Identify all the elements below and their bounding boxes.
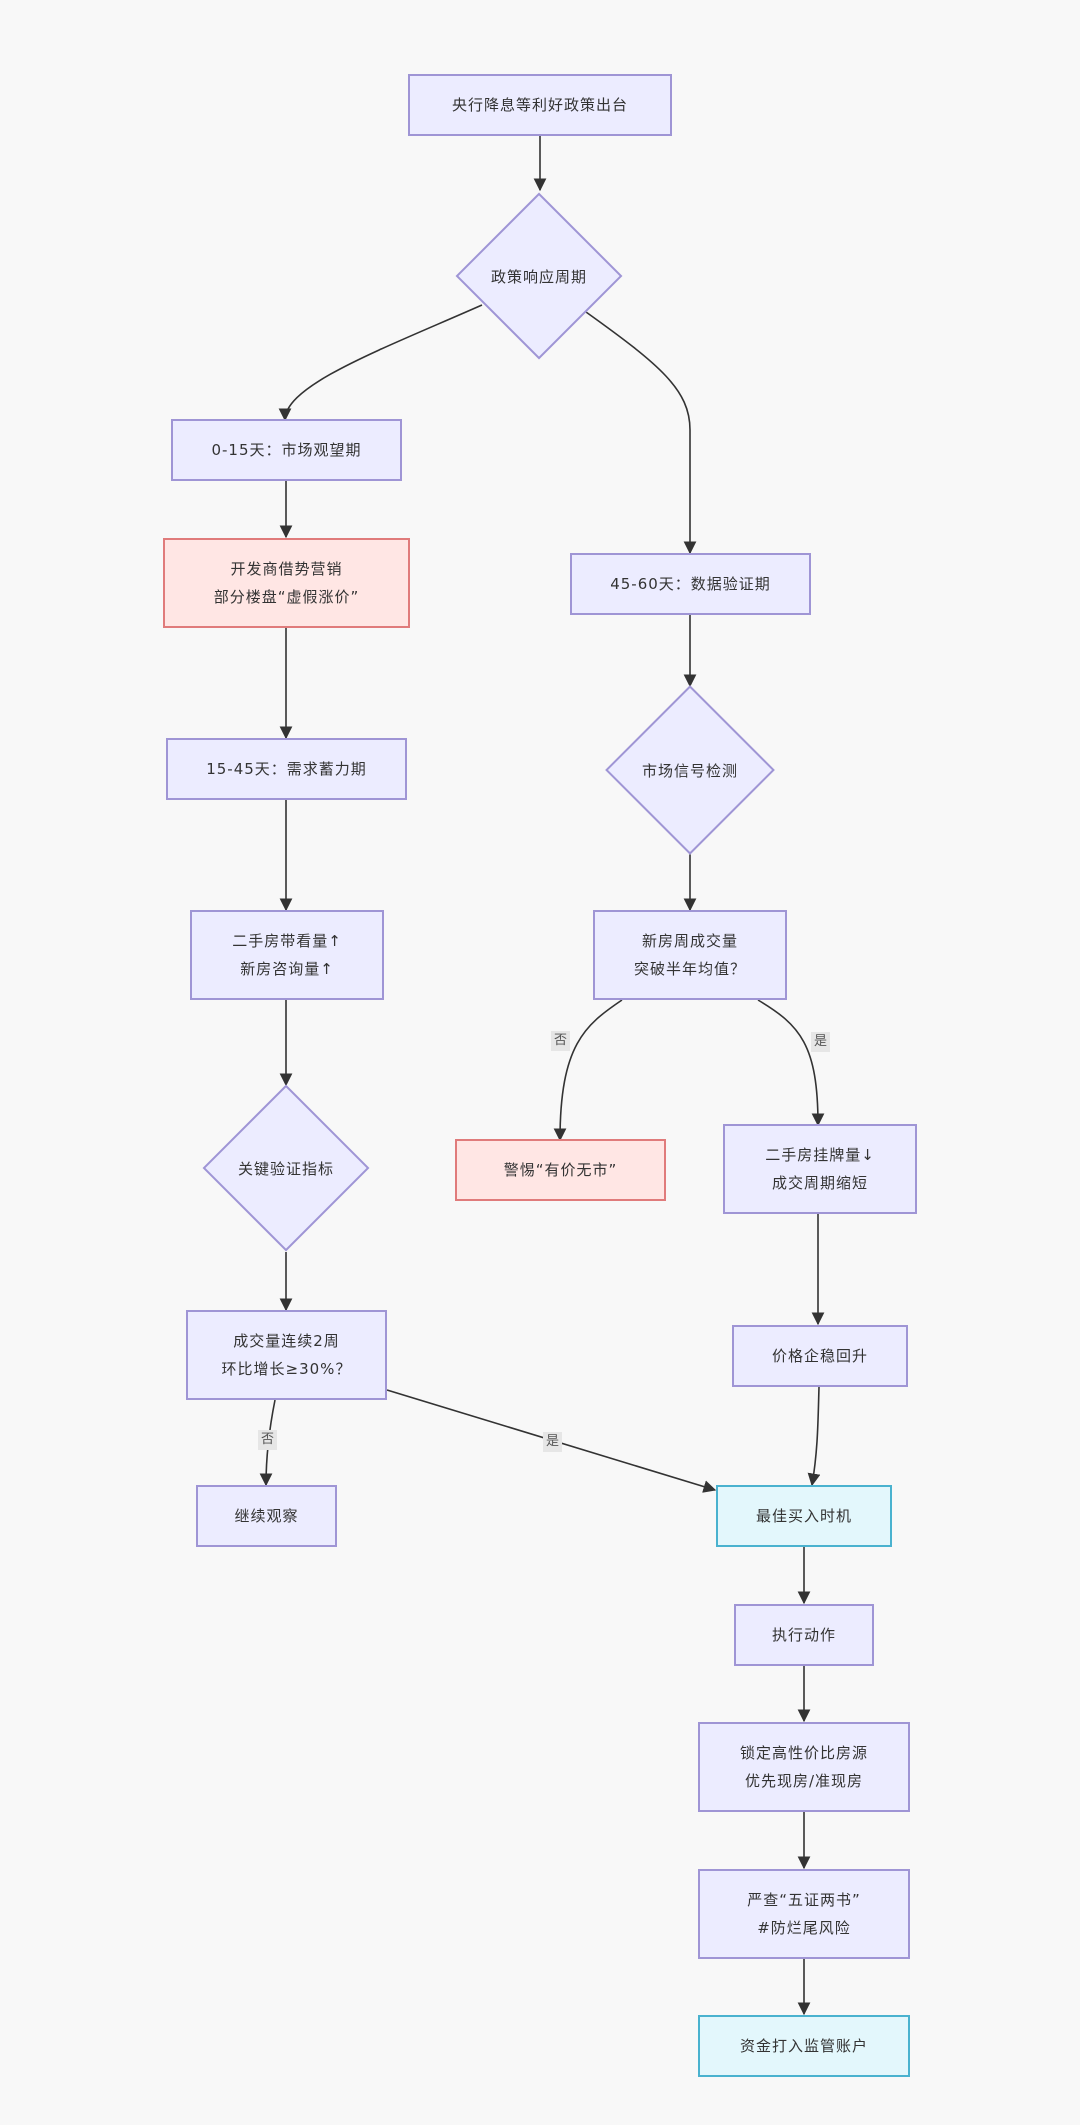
line-2: 新房咨询量↑: [240, 960, 334, 978]
edge-newhouse-to-listing: [757, 999, 825, 1127]
edge-label-no: 否: [551, 1031, 571, 1051]
decision-signal-check: 市场信号检测: [605, 685, 775, 855]
node-check-permits: 严查“五证两书” #防烂尾风险: [698, 1869, 910, 1959]
line-2: 成交周期缩短: [771, 1174, 868, 1192]
line-2: 突破半年均值？: [633, 960, 746, 978]
node-volume-growth: 成交量连续2周 环比增长≥30%？: [186, 1310, 387, 1400]
node-keep-watching: 继续观察: [196, 1485, 337, 1547]
line-1: 新房周成交量: [641, 932, 738, 950]
node-secondhand-views: 二手房带看量↑ 新房咨询量↑: [190, 910, 384, 1000]
node-price-stable: 价格企稳回升: [732, 1325, 908, 1387]
node-best-time: 最佳买入时机: [716, 1485, 892, 1547]
line-1: 锁定高性价比房源: [739, 1744, 868, 1762]
line-2: 部分楼盘“虚假涨价”: [213, 588, 360, 606]
edge-cycle-to-phase3: [585, 311, 697, 555]
line-2: 环比增长≥30%？: [221, 1360, 352, 1378]
edge-label-no: 否: [258, 1430, 278, 1450]
node-warning: 警惕“有价无市”: [455, 1139, 666, 1201]
edge-cycle-to-phase1: [278, 304, 483, 422]
edge-label-yes: 是: [811, 1032, 831, 1052]
decision-label: 政策响应周期: [490, 267, 587, 286]
edge-price-to-best: [807, 1386, 821, 1487]
line-2: 优先现房/准现房: [744, 1772, 864, 1790]
node-new-house-volume: 新房周成交量 突破半年均值？: [593, 910, 787, 1000]
node-lock-listing: 锁定高性价比房源 优先现房/准现房: [698, 1722, 910, 1812]
decision-policy-cycle: 政策响应周期: [455, 192, 623, 360]
line-1: 严查“五证两书”: [747, 1891, 861, 1909]
node-phase2-accumulate: 15-45天：需求蓄力期: [166, 738, 407, 800]
line-1: 成交量连续2周: [233, 1332, 340, 1350]
edge-newhouse-to-warning: [553, 999, 623, 1142]
decision-label: 市场信号检测: [641, 761, 738, 780]
node-developer-marketing: 开发商借势营销 部分楼盘“虚假涨价”: [163, 538, 410, 628]
decision-label: 关键验证指标: [237, 1159, 334, 1178]
line-2: #防烂尾风险: [757, 1919, 851, 1937]
edge-label-yes: 是: [543, 1432, 563, 1452]
line-1: 二手房带看量↑: [232, 932, 342, 950]
node-execute: 执行动作: [734, 1604, 874, 1666]
line-1: 开发商借势营销: [230, 560, 343, 578]
line-1: 二手房挂牌量↓: [765, 1146, 875, 1164]
node-phase3-verify: 45-60天：数据验证期: [570, 553, 811, 615]
node-start: 央行降息等利好政策出台: [408, 74, 672, 136]
node-escrow: 资金打入监管账户: [698, 2015, 910, 2077]
node-phase1-wait: 0-15天：市场观望期: [171, 419, 402, 481]
node-listing-decrease: 二手房挂牌量↓ 成交周期缩短: [723, 1124, 917, 1214]
decision-key-indicator: 关键验证指标: [202, 1084, 370, 1252]
